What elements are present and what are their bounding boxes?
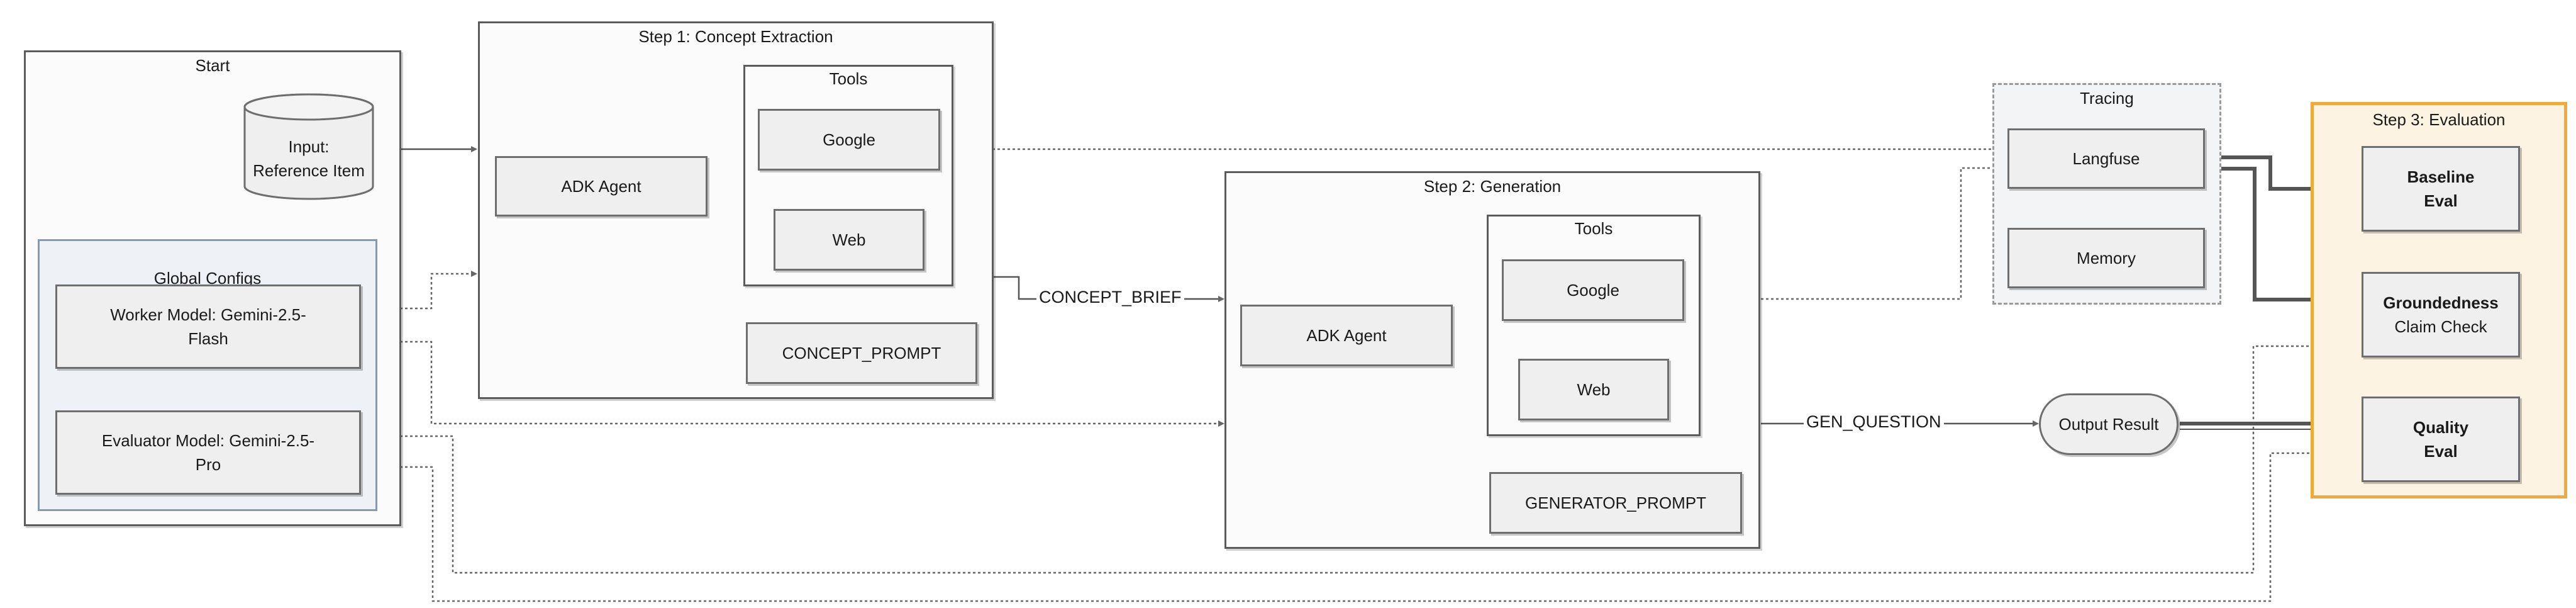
evaluator-model-box[interactable]: Evaluator Model: Gemini-2.5- Pro xyxy=(55,410,361,495)
step2-adk-agent[interactable]: ADK Agent xyxy=(1240,305,1453,366)
output-result[interactable]: Output Result xyxy=(2039,393,2179,455)
step1-tool-google[interactable]: Google xyxy=(758,109,940,171)
baseline-eval-line1: Baseline xyxy=(2407,167,2475,186)
database-cylinder-icon xyxy=(243,93,374,200)
step2-tool-google[interactable]: Google xyxy=(1502,259,1684,321)
tracing-memory[interactable]: Memory xyxy=(2007,228,2205,288)
quality-eval-line2: Eval xyxy=(2424,442,2458,461)
groundedness-line2: Claim Check xyxy=(2394,317,2487,336)
baseline-eval-line2: Eval xyxy=(2424,191,2458,210)
edge-langfuse-groundedness xyxy=(2205,167,2363,304)
start-title: Start xyxy=(195,56,230,75)
tracing-langfuse[interactable]: Langfuse xyxy=(2007,128,2205,189)
step2-title: Step 2: Generation xyxy=(1423,177,1562,196)
edge-step2-langfuse xyxy=(1761,165,2007,300)
step1-tool-web[interactable]: Web xyxy=(774,209,924,271)
step1-tools-title: Tools xyxy=(829,69,868,88)
step2-tools-title: Tools xyxy=(1574,219,1613,238)
edge-evaluator-groundedness xyxy=(360,343,2363,574)
step1-title: Step 1: Concept Extraction xyxy=(638,27,833,46)
tracing-title: Tracing xyxy=(2080,89,2134,108)
evaluator-model-line2: Pro xyxy=(195,455,221,474)
gen-question-label: GEN_QUESTION xyxy=(1804,412,1944,432)
input-reference-item[interactable]: Input: Reference Item xyxy=(243,93,375,200)
step1-concept-prompt[interactable]: CONCEPT_PROMPT xyxy=(746,322,977,384)
step2-tool-web[interactable]: Web xyxy=(1518,359,1669,420)
baseline-eval[interactable]: Baseline Eval xyxy=(2362,146,2520,232)
groundedness-line1: Groundedness xyxy=(2383,293,2499,312)
groundedness-claim-check[interactable]: Groundedness Claim Check xyxy=(2362,272,2520,357)
worker-model-line1: Worker Model: Gemini-2.5- xyxy=(110,305,306,324)
quality-eval-line1: Quality xyxy=(2412,418,2469,437)
worker-model-box[interactable]: Worker Model: Gemini-2.5- Flash xyxy=(55,284,361,369)
input-label-line1: Input: xyxy=(288,137,330,156)
edge-evaluator-quality xyxy=(360,450,2363,602)
concept-brief-label: CONCEPT_BRIEF xyxy=(1036,288,1184,307)
step1-adk-agent[interactable]: ADK Agent xyxy=(495,156,708,217)
worker-model-line2: Flash xyxy=(188,329,228,348)
input-label-line2: Reference Item xyxy=(253,161,365,180)
step3-title: Step 3: Evaluation xyxy=(2372,110,2506,129)
quality-eval[interactable]: Quality Eval xyxy=(2362,397,2520,482)
evaluator-model-line1: Evaluator Model: Gemini-2.5- xyxy=(101,431,315,450)
step2-generator-prompt[interactable]: GENERATOR_PROMPT xyxy=(1489,472,1742,534)
